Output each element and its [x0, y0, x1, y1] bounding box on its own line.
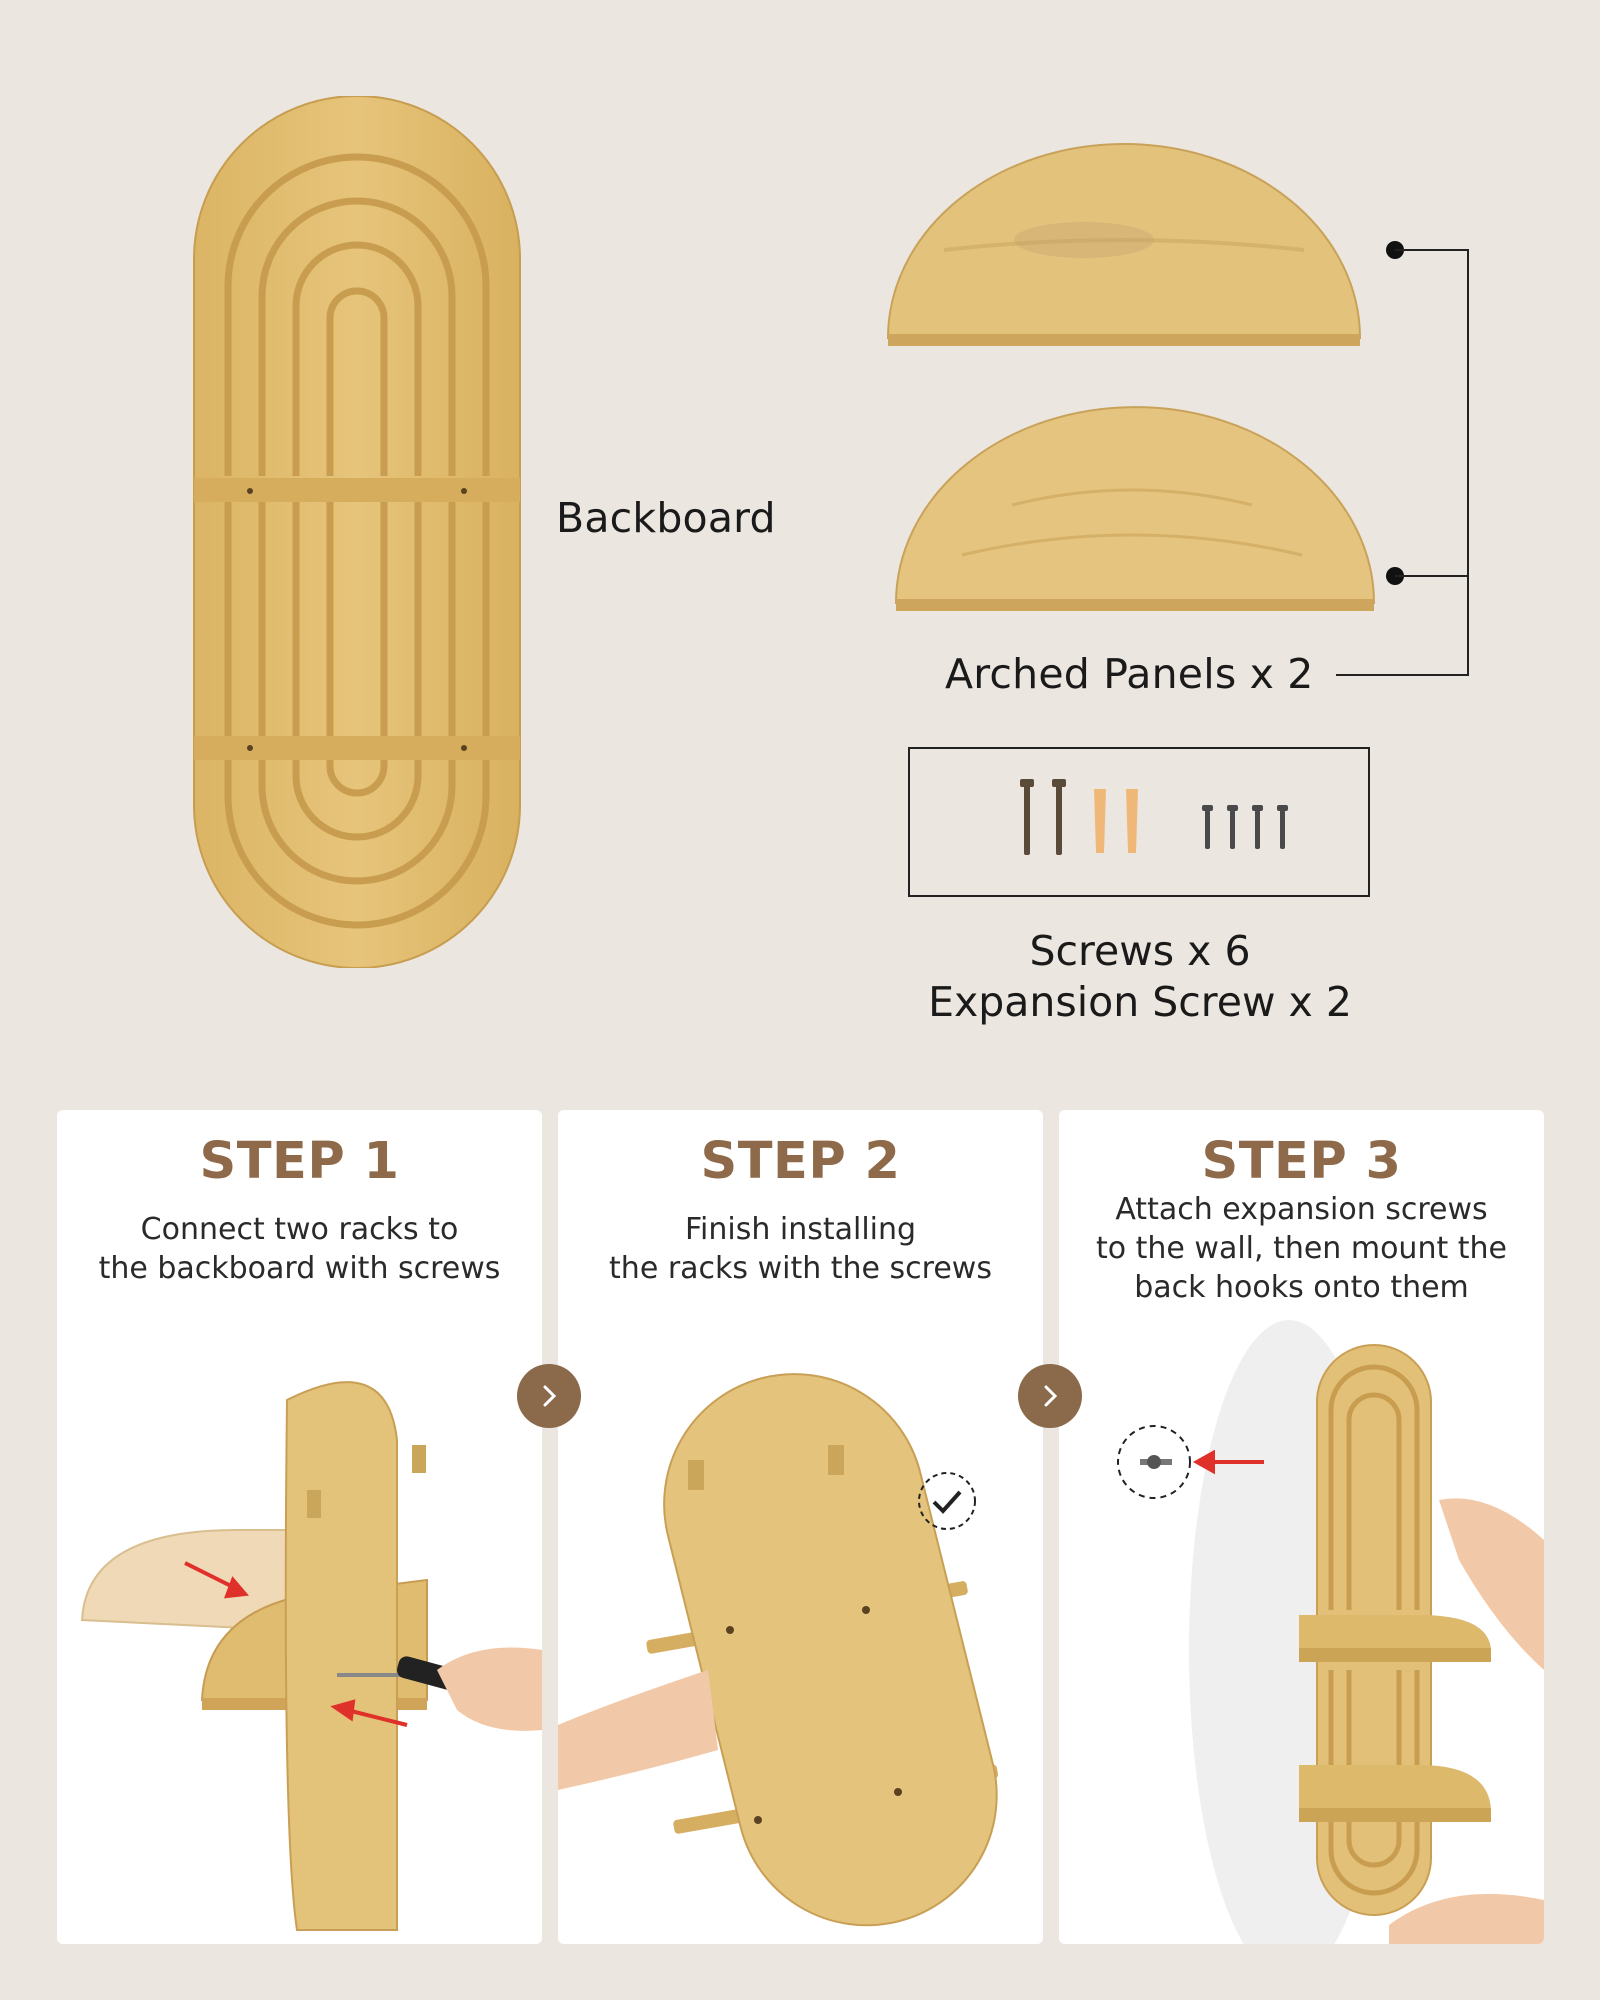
bracket-line-mid: [1395, 575, 1469, 577]
screws-box: [908, 747, 1370, 897]
step-3-desc-line: to the wall, then mount the: [1095, 1231, 1507, 1266]
screws-image: [1020, 779, 1288, 855]
screws-count: Screws x 6: [1029, 927, 1251, 975]
screw-icon: [1117, 1425, 1191, 1499]
step-2-title: STEP 2: [700, 1132, 901, 1191]
step-3-image: [1189, 1320, 1544, 1944]
check-icon: [918, 1472, 976, 1530]
step-1-image: [80, 1381, 542, 1931]
step-1-to-2-arrow: [517, 1364, 581, 1428]
step-1-description: Connect two racks to the backboard with …: [77, 1210, 522, 1288]
arched-panel-top-image: [886, 143, 1362, 346]
step-2-image: [558, 1373, 999, 1927]
step-1-card: STEP 1 Connect two racks to the backboar…: [57, 1110, 542, 1944]
bracket-line-label: [1336, 674, 1469, 676]
chevron-right-icon: [543, 1385, 557, 1407]
step-2-desc-line: Finish installing: [684, 1212, 917, 1247]
arched-panels-label: Arched Panels x 2: [945, 650, 1314, 698]
chevron-right-icon: [1044, 1385, 1058, 1407]
expansion-screw-count: Expansion Screw x 2: [928, 978, 1352, 1026]
step-3-desc-line: back hooks onto them: [1134, 1270, 1469, 1305]
step-1-desc-line: the backboard with screws: [98, 1251, 501, 1286]
arched-panel-bottom-image: [894, 406, 1376, 611]
bracket-line-vertical: [1467, 249, 1469, 676]
bracket-line-top: [1395, 249, 1469, 251]
step-1-desc-line: Connect two racks to: [140, 1212, 459, 1247]
step-2-to-3-arrow: [1018, 1364, 1082, 1428]
step-2-desc-line: the racks with the screws: [609, 1251, 992, 1286]
step-2-description: Finish installing the racks with the scr…: [578, 1210, 1023, 1288]
step-3-title: STEP 3: [1201, 1132, 1402, 1191]
step-2-card: STEP 2 Finish installing the racks with …: [558, 1110, 1043, 1944]
step-3-card: STEP 3 Attach expansion screws to the wa…: [1059, 1110, 1544, 1944]
step-3-desc-line: Attach expansion screws: [1115, 1192, 1488, 1227]
backboard-image: [193, 96, 521, 968]
step-1-title: STEP 1: [199, 1132, 400, 1191]
backboard-label: Backboard: [556, 494, 776, 542]
screws-label: Screws x 6 Expansion Screw x 2: [840, 926, 1440, 1028]
step-3-description: Attach expansion screws to the wall, the…: [1079, 1190, 1524, 1307]
